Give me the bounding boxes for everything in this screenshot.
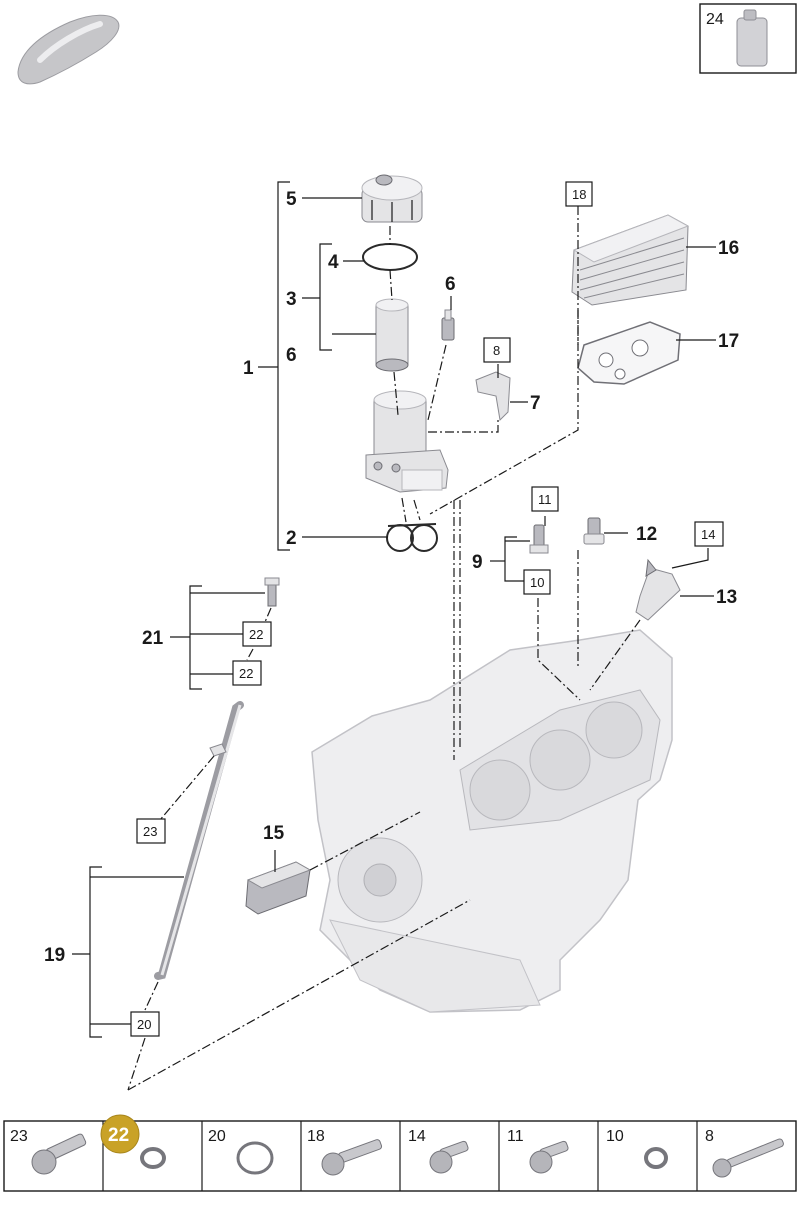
- solenoid-part-13[interactable]: [635, 558, 681, 621]
- strip-item-8[interactable]: 8: [705, 1128, 784, 1178]
- svg-text:14: 14: [408, 1128, 426, 1145]
- callout-21[interactable]: 21: [142, 628, 164, 649]
- svg-text:11: 11: [538, 492, 552, 507]
- sensor-part-9[interactable]: [529, 524, 549, 554]
- svg-text:11: 11: [507, 1128, 524, 1145]
- bolt-icon: [429, 1140, 469, 1174]
- svg-text:22: 22: [249, 627, 263, 642]
- callout-16[interactable]: 16: [718, 238, 739, 259]
- callout-2[interactable]: 2: [286, 528, 297, 549]
- o-ring-icon: [236, 1141, 274, 1175]
- svg-text:23: 23: [143, 824, 157, 839]
- sensor-part-15[interactable]: [245, 861, 312, 915]
- svg-text:8: 8: [493, 343, 500, 358]
- strip-item-18[interactable]: 18: [307, 1128, 383, 1176]
- callout-3[interactable]: 3: [286, 289, 297, 310]
- vehicle-thumbnail[interactable]: [17, 14, 120, 85]
- boxed-callout-11[interactable]: 11: [531, 486, 559, 512]
- oil-cooler-gasket[interactable]: [577, 321, 681, 385]
- strip-item-14[interactable]: 14: [408, 1128, 469, 1174]
- svg-text:22: 22: [108, 1125, 129, 1146]
- callout-17[interactable]: 17: [718, 331, 739, 352]
- part-box-24[interactable]: 24: [699, 3, 797, 74]
- callout-9[interactable]: 9: [472, 552, 483, 573]
- sensor-part-12[interactable]: [583, 517, 605, 545]
- boxed-callout-18[interactable]: 18: [565, 181, 593, 207]
- engine-block: [311, 629, 673, 1013]
- callout-24: 24: [706, 11, 724, 28]
- highlight-badge: [100, 1114, 140, 1154]
- washer-icon: [644, 1147, 668, 1169]
- bolt-part-21[interactable]: [264, 577, 280, 607]
- strip-item-11[interactable]: 11: [507, 1128, 569, 1174]
- oil-filter-element[interactable]: [375, 298, 409, 372]
- callout-6-right[interactable]: 6: [445, 274, 456, 295]
- svg-text:18: 18: [307, 1128, 325, 1145]
- washer-icon: [140, 1147, 166, 1169]
- boxed-callouts: 18 8 11 10 14 22 22 23: [130, 181, 724, 1037]
- boxed-callout-22-top[interactable]: 22: [242, 621, 272, 647]
- bolt-icon: [31, 1133, 87, 1175]
- callout-labels: 1 2 3 4 5 6 6 7 9 12 13 15 16 17 19 21: [44, 189, 739, 966]
- dipstick-tube[interactable]: [154, 701, 244, 980]
- svg-text:22: 22: [239, 666, 253, 681]
- callout-13[interactable]: 13: [716, 587, 737, 608]
- oil-filter-cover[interactable]: [361, 174, 423, 223]
- svg-text:20: 20: [208, 1128, 226, 1145]
- svg-text:10: 10: [530, 575, 544, 590]
- callout-4[interactable]: 4: [328, 252, 339, 273]
- housing-gasket[interactable]: [386, 523, 438, 552]
- boxed-callout-20[interactable]: 20: [130, 1011, 160, 1037]
- callout-7[interactable]: 7: [530, 393, 541, 414]
- callout-1[interactable]: 1: [243, 358, 254, 379]
- svg-text:20: 20: [137, 1017, 151, 1032]
- oil-filter-housing[interactable]: [365, 390, 449, 493]
- svg-text:10: 10: [606, 1128, 624, 1145]
- callout-12[interactable]: 12: [636, 524, 657, 545]
- oil-bottle-icon: [736, 9, 768, 67]
- svg-text:23: 23: [10, 1128, 28, 1145]
- strip-item-23[interactable]: 23: [10, 1128, 87, 1175]
- hardware-strip: 23 22 20 18: [3, 1114, 797, 1192]
- svg-text:8: 8: [705, 1128, 714, 1145]
- strip-item-20[interactable]: 20: [208, 1128, 274, 1175]
- callout-19[interactable]: 19: [44, 945, 65, 966]
- strip-item-10[interactable]: 10: [606, 1128, 668, 1169]
- boxed-callout-8[interactable]: 8: [483, 337, 511, 363]
- callout-6-left[interactable]: 6: [286, 345, 297, 366]
- boxed-callout-22-bottom[interactable]: 22: [232, 660, 262, 686]
- svg-text:18: 18: [572, 187, 586, 202]
- boxed-callout-10[interactable]: 10: [523, 569, 551, 595]
- callout-15[interactable]: 15: [263, 823, 285, 844]
- long-bolt-icon: [712, 1138, 784, 1178]
- leader-lines: [72, 181, 716, 1038]
- callout-5[interactable]: 5: [286, 189, 297, 210]
- bolt-icon: [321, 1139, 383, 1176]
- sensor-part-6[interactable]: [441, 309, 455, 341]
- svg-text:14: 14: [701, 527, 715, 542]
- bracket-part-7[interactable]: [475, 371, 511, 422]
- bolt-icon: [529, 1140, 569, 1174]
- assembly-lines: [127, 206, 641, 1091]
- oil-cooler[interactable]: [571, 214, 690, 306]
- boxed-callout-23[interactable]: 23: [136, 818, 166, 844]
- o-ring[interactable]: [362, 243, 418, 271]
- strip-item-22[interactable]: 22: [100, 1114, 166, 1169]
- boxed-callout-14[interactable]: 14: [694, 521, 724, 547]
